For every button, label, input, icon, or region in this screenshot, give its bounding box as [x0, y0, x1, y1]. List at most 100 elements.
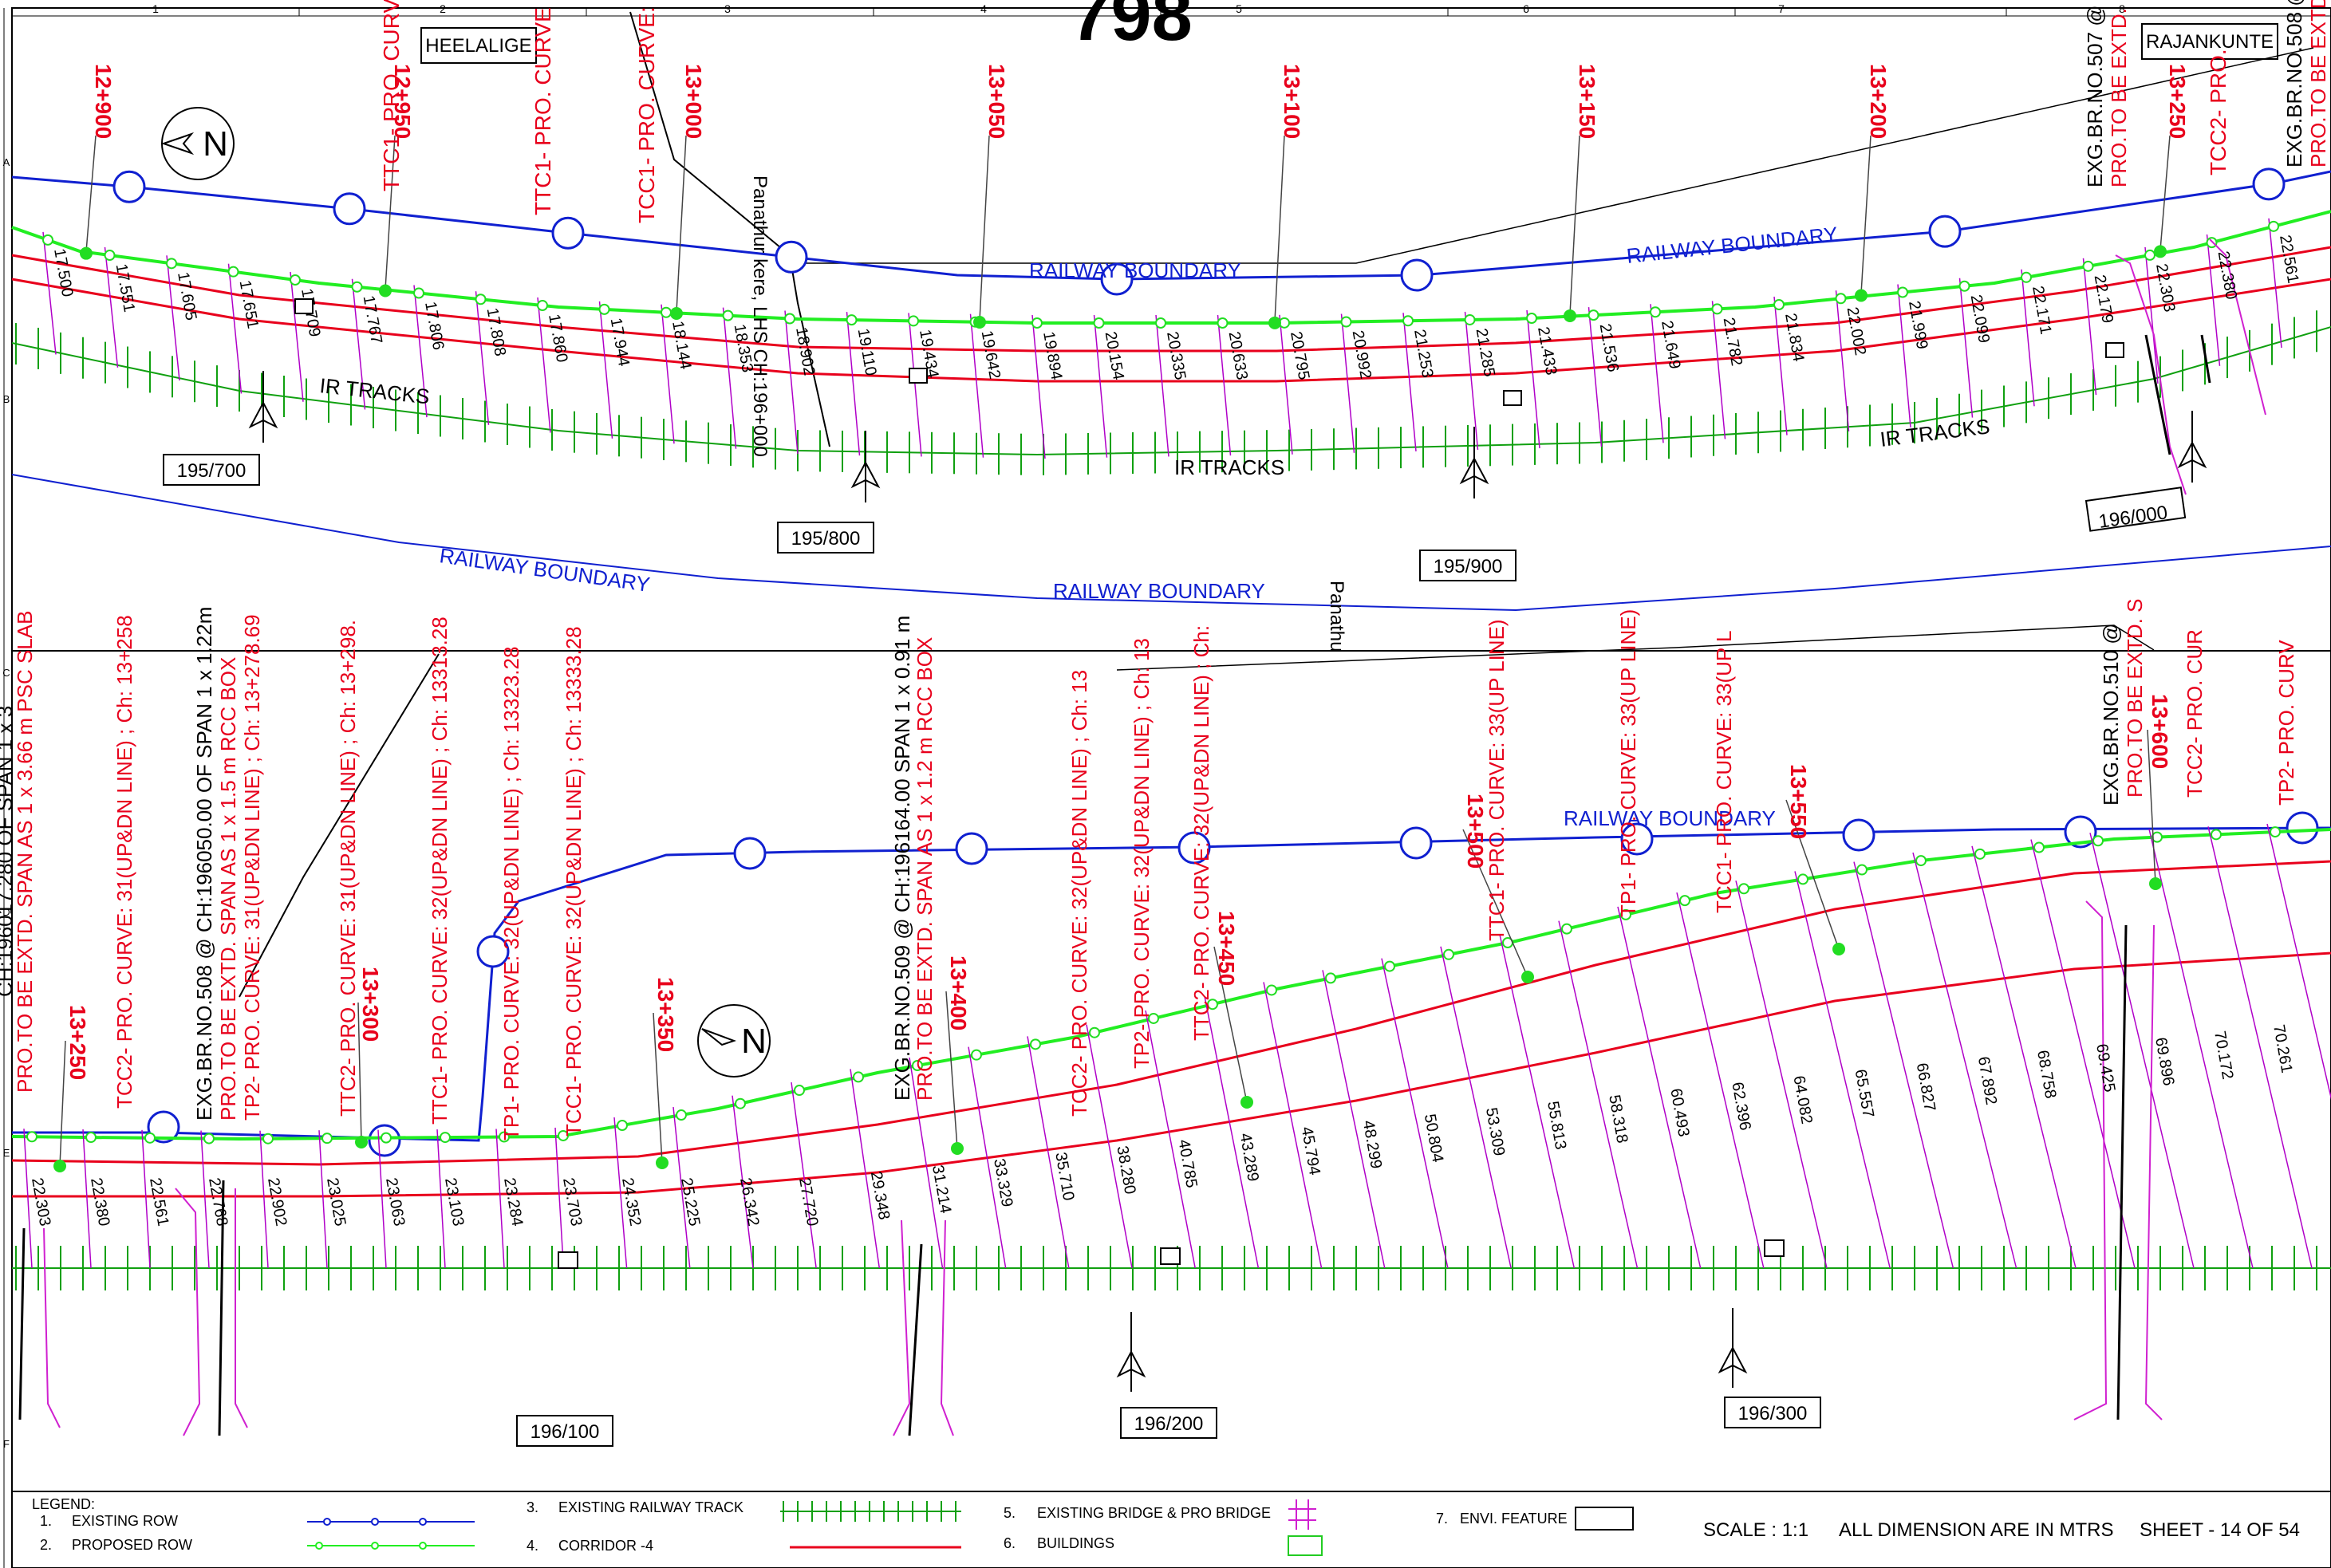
offset-line	[1217, 314, 1232, 456]
railway-boundary-label: RAILWAY BOUNDARY	[438, 543, 651, 597]
row-point	[784, 313, 795, 325]
km-post-label: 195/900	[1434, 556, 1503, 577]
row-point	[381, 1132, 392, 1144]
offset-line	[1145, 1010, 1196, 1269]
offset-line	[613, 1117, 628, 1269]
legend-envi-symbol	[1575, 1507, 1634, 1531]
row-point	[1030, 1038, 1041, 1050]
row-point	[290, 274, 301, 286]
legend-label: CORRIDOR -4	[558, 1538, 653, 1554]
offset-label: 17.651	[236, 279, 262, 330]
row-point	[1915, 855, 1927, 867]
chainage-label: 13+300	[358, 967, 383, 1042]
row-point	[537, 300, 548, 311]
offset-label: 17.767	[360, 294, 385, 345]
offset-label: 22.561	[2276, 234, 2301, 285]
chainage-point	[53, 1160, 66, 1172]
row-point	[1217, 317, 1229, 329]
curve-label: TCC2- PRO. CUR	[2183, 629, 2207, 798]
chainage-point	[355, 1136, 368, 1148]
offset-line	[1263, 982, 1323, 1269]
offset-label: 60.493	[1666, 1087, 1692, 1138]
offset-lines	[42, 218, 2282, 459]
row-point	[321, 1133, 333, 1144]
offset-line	[495, 1129, 505, 1269]
offset-line	[1958, 278, 1974, 418]
railway-boundary-label: RAILWAY BOUNDARY	[1053, 579, 1265, 603]
offset-label: 22.099	[1967, 294, 1993, 345]
offset-line	[850, 1069, 881, 1269]
chainage-leader	[385, 135, 396, 290]
svg-text:N: N	[741, 1022, 767, 1061]
offset-line	[846, 312, 861, 456]
offset-line	[791, 1081, 817, 1269]
row-point	[1384, 960, 1395, 972]
black-boundary-line	[798, 47, 2314, 264]
curve-label: TCC1- PRO. CURVE: 32(UP&DN LINE) ; Ch: 1…	[562, 626, 586, 1137]
drawing-number: 798	[1070, 0, 1193, 56]
offset-line	[537, 297, 551, 433]
chainage-point	[670, 307, 683, 320]
offset-label: 58.318	[1605, 1093, 1631, 1144]
row-point	[1711, 303, 1723, 315]
offset-label: 17.806	[421, 301, 447, 352]
svg-text:N: N	[203, 124, 228, 163]
ir-tracks-label: IR TRACKS	[1174, 455, 1284, 479]
chainage-leader	[2147, 729, 2156, 884]
offset-label: 26.342	[736, 1176, 762, 1227]
chainage-label: 13+150	[1575, 64, 1599, 139]
offset-line	[1773, 296, 1788, 435]
existing-row-line	[12, 826, 2331, 1142]
km-post-box	[777, 522, 874, 554]
offset-label: 17.551	[112, 262, 138, 313]
offset-line	[436, 1129, 446, 1269]
curve-label: TCC2- PRO.	[2206, 49, 2230, 175]
row-point	[413, 287, 424, 299]
row-point	[2144, 249, 2155, 261]
row-marker	[1842, 818, 1875, 852]
offset-label: 20.992	[1349, 329, 1375, 380]
row-marker	[333, 192, 366, 226]
row-point	[1650, 306, 1661, 318]
building-icon	[1764, 1239, 1785, 1257]
row-point	[1958, 280, 1970, 292]
km-post-box	[516, 1415, 613, 1447]
offset-line	[318, 1130, 328, 1269]
offset-line	[732, 1095, 754, 1269]
row-marker	[1620, 822, 1654, 856]
row-point	[227, 266, 239, 278]
curve-label: TTC1- PRO. CURVE	[530, 7, 555, 215]
km-post-label: 195/800	[791, 528, 861, 550]
offset-line	[2148, 829, 2254, 1269]
row-point	[1031, 317, 1043, 329]
chainage-label: 13+400	[946, 955, 971, 1030]
row-point	[2082, 260, 2094, 272]
building-icon	[1503, 390, 1522, 406]
offset-label: 22.171	[2029, 285, 2054, 336]
row-point	[166, 258, 177, 270]
offset-label: 21.999	[1905, 300, 1931, 351]
sheet-border	[11, 7, 2331, 1568]
row-point	[735, 1097, 746, 1109]
offset-line	[166, 255, 180, 381]
chainage-leader	[2159, 135, 2171, 250]
offset-line	[259, 1130, 269, 1269]
offset-label: 20.154	[1102, 330, 1127, 381]
chainage-label: 13+250	[65, 1005, 90, 1080]
offset-line	[722, 307, 737, 449]
chainage-point	[1832, 943, 1845, 955]
chainage-leader	[653, 1012, 663, 1164]
existing-row-markers	[112, 167, 2286, 296]
black-boundary-line	[239, 653, 440, 998]
bridge-label: EXG.BR.NO.510 @	[2099, 623, 2123, 806]
track-ticks	[15, 310, 2317, 475]
legend-proposed-row-markers	[315, 1542, 427, 1550]
row-marker	[733, 837, 767, 870]
km-post-box	[1120, 1407, 1217, 1439]
row-point	[2206, 237, 2218, 249]
bridge-label: EXG.BR.NO.509 @ CH:196164.00 SPAN 1 x 0.…	[890, 616, 914, 1101]
curve-label: TTC1- PRO. CURVE: 33(UP LINE)	[1485, 619, 1509, 941]
offset-line	[1381, 958, 1449, 1269]
offset-line	[1027, 1036, 1070, 1269]
bridge-label: PRO.TO BE EXTD	[2306, 0, 2330, 167]
